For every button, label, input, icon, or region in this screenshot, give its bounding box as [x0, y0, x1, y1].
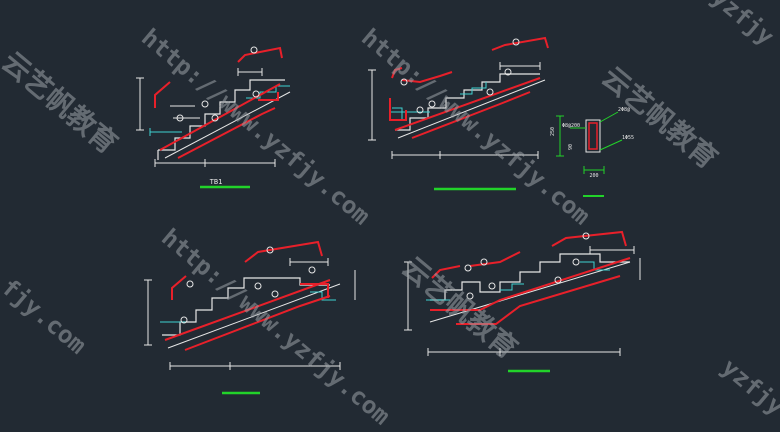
watermark-partial: fjy.com: [0, 273, 92, 359]
watermark-cn: 云艺帆教育: [396, 250, 524, 365]
section-label-stirrup: Φ8@200: [562, 123, 580, 129]
section-label-top-bar: 2Φ8@: [618, 107, 630, 113]
stair-drawing-3: [144, 240, 356, 395]
section-offset-label: 90: [568, 144, 574, 150]
beam-section-detail: 2Φ8@ Φ8@200 1Φ55 200 250 90: [550, 107, 634, 197]
watermark-partial: yzfjy: [706, 0, 779, 51]
section-label-bottom-bar: 1Φ55: [622, 135, 634, 141]
drawing-title: TB1: [210, 178, 223, 186]
watermark-url: http://www.yzfjy.com: [156, 223, 395, 430]
stair-drawing-4: [404, 230, 641, 373]
watermark-url: http://www.yzfjy.com: [136, 23, 375, 230]
watermark-partial: yzfjy: [716, 353, 780, 421]
watermark-cn: 云艺帆教育: [0, 45, 124, 160]
stair-drawing-2: 2Φ8@ Φ8@200 1Φ55 200 250 90: [368, 36, 634, 197]
stair-drawing-1: TB1: [136, 46, 291, 189]
section-height-label: 250: [550, 127, 556, 136]
watermark-cn: 云艺帆教育: [596, 60, 724, 175]
section-width-label: 200: [589, 173, 598, 179]
